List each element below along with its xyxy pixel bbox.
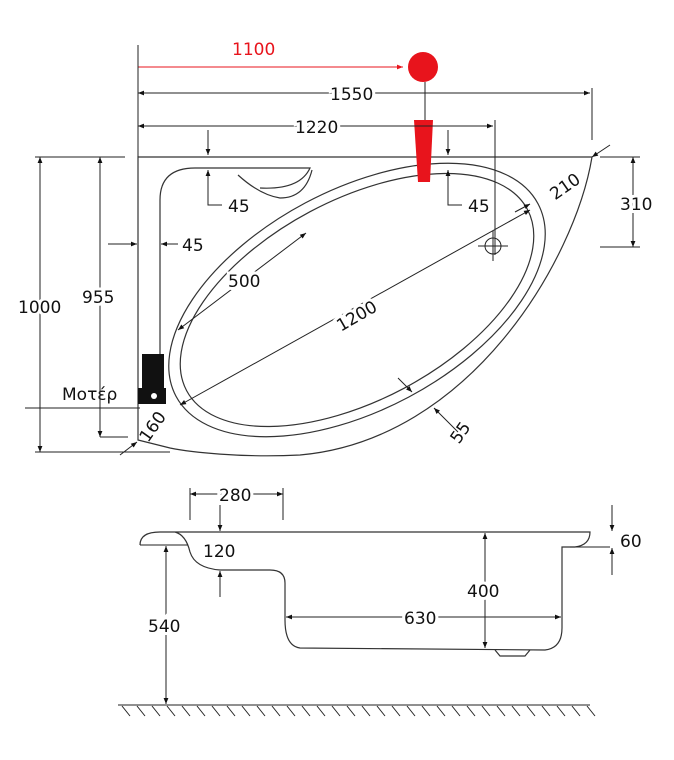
inner-width-label: 955 (82, 288, 114, 308)
hatch-mark (541, 705, 551, 717)
hatch-mark (226, 705, 236, 717)
headrest (237, 169, 313, 199)
hatch-mark (286, 705, 296, 717)
hatch-mark (241, 705, 251, 717)
hatch-mark (256, 705, 266, 717)
hatch-mark (421, 705, 431, 717)
rim-height-label: 60 (620, 532, 642, 552)
hatch-mark (406, 705, 416, 717)
hatch-mark (376, 705, 386, 717)
hatch-mark (196, 705, 206, 717)
rim-inner (159, 167, 311, 360)
right-height-label: 310 (620, 195, 652, 215)
inner-length-label: 1220 (295, 118, 338, 138)
rim-top-label: 45 (228, 197, 250, 217)
front-rim-label: 55 (447, 418, 476, 447)
hatch-mark (496, 705, 506, 717)
hatch-mark (166, 705, 176, 717)
floor-hatching (121, 705, 596, 717)
hatch-mark (436, 705, 446, 717)
side-profile (139, 531, 591, 651)
corner-diag-label: 210 (546, 170, 584, 205)
hatch-mark (136, 705, 146, 717)
hatch-mark (346, 705, 356, 717)
hatch-mark (586, 705, 596, 717)
rim-right-label: 45 (468, 197, 490, 217)
basin-outer (168, 162, 546, 438)
hatch-mark (451, 705, 461, 717)
hatch-mark (301, 705, 311, 717)
hatch-mark (391, 705, 401, 717)
hatch-mark (361, 705, 371, 717)
motor-icon (138, 354, 166, 404)
hatch-mark (571, 705, 581, 717)
hatch-mark (481, 705, 491, 717)
overall-length-label: 1550 (330, 85, 373, 105)
tap-position-icon (408, 52, 438, 82)
hatch-mark (511, 705, 521, 717)
hatch-mark (151, 705, 161, 717)
tub-outline (137, 156, 593, 457)
hatch-mark (211, 705, 221, 717)
drain-icon (478, 231, 508, 261)
hatch-mark (526, 705, 536, 717)
hatch-mark (271, 705, 281, 717)
seat-depth-label: 120 (203, 542, 235, 562)
rim-left-label: 45 (182, 236, 204, 256)
basin-inner (179, 172, 535, 428)
motor-label: Μοτέρ (62, 385, 117, 405)
depth-label: 400 (467, 582, 499, 602)
basin-width-label: 500 (228, 272, 260, 292)
top-view: Μοτέρ 1100 1550 1220 45 45 45 210 310 (15, 40, 655, 457)
overall-width-label: 1000 (18, 298, 61, 318)
hatch-mark (316, 705, 326, 717)
height-from-floor-label: 540 (148, 617, 180, 637)
side-view: 280 120 60 400 630 540 (118, 483, 642, 717)
hatch-mark (181, 705, 191, 717)
hatch-mark (556, 705, 566, 717)
basin-length-label: 1200 (333, 297, 380, 336)
seat-length-label: 280 (219, 486, 251, 506)
floor-length-label: 630 (404, 609, 436, 629)
hatch-mark (331, 705, 341, 717)
tap-offset-label: 1100 (232, 40, 275, 60)
tap-icon (414, 120, 433, 182)
hatch-mark (121, 705, 131, 717)
hatch-mark (466, 705, 476, 717)
